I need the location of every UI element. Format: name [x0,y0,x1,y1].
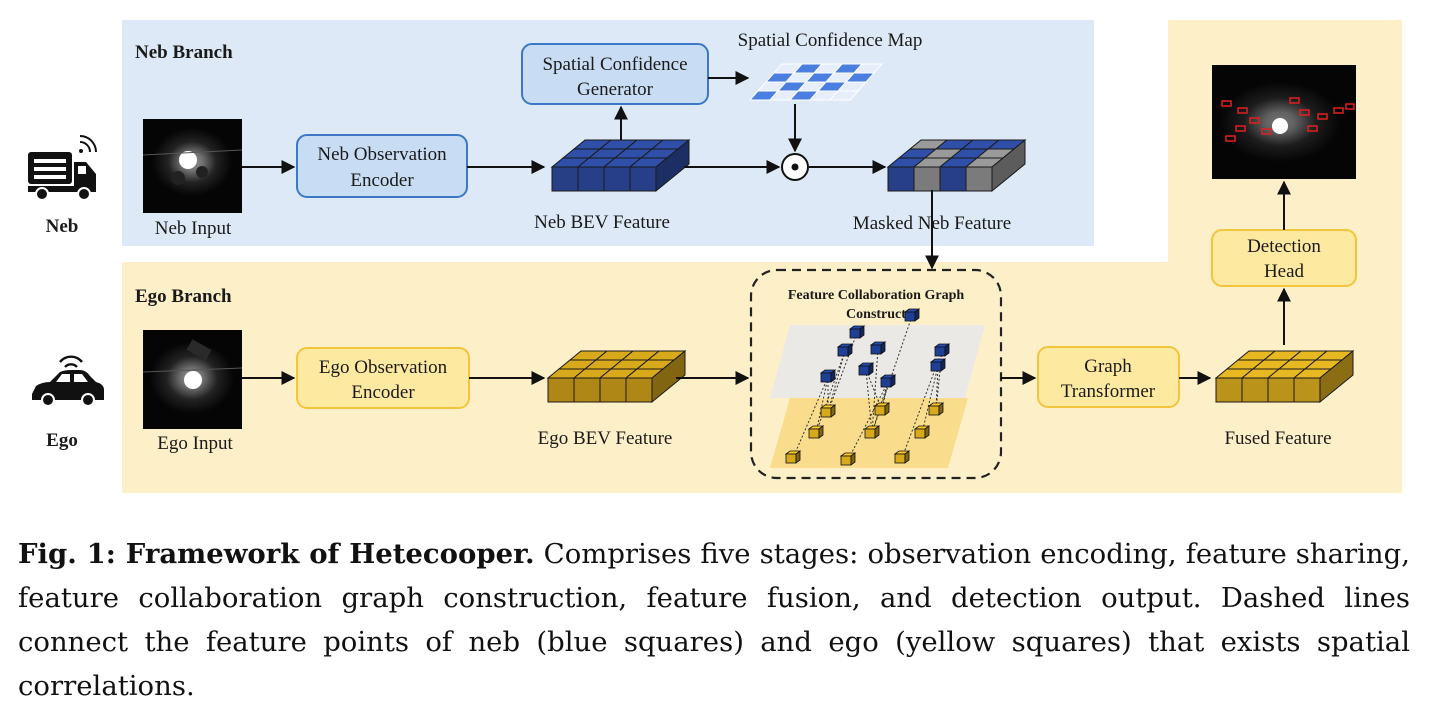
truck-icon [28,135,97,201]
correlation-edge [865,369,873,434]
feature-collaboration-graph [770,308,985,468]
cube-cell-front [573,377,601,403]
cube-cell-front [577,166,605,192]
cube-cell-front [887,166,915,192]
cube-cell-front [547,377,575,403]
neb-input-label: Neb Input [155,218,232,239]
caption-lead: Fig. 1: Framework of Hetecooper. [18,538,535,570]
correlation-edge [901,350,943,459]
graph-construct-line1: Feature Collaboration Graph [788,288,965,303]
neb-bev-label: Neb BEV Feature [534,212,670,233]
neb-encoder-line2: Encoder [350,170,414,191]
neb-bev-feature-cube [550,138,691,193]
ego-encoder-line2: Encoder [351,382,415,403]
caption-body: Comprises five stages: observation encod… [18,538,1410,702]
correlation-edge [871,381,889,434]
confidence-cell [852,63,884,74]
detection-head-line2: Head [1264,261,1305,282]
ego-bev-label: Ego BEV Feature [538,428,673,449]
confidence-generator-line2: Generator [577,79,654,100]
correlation-edge [921,365,939,434]
neb-graph-node [904,311,916,322]
confidence-map-label: Spatial Confidence Map [738,30,923,51]
graph-construct-line2: Construct [846,307,906,322]
correlation-edge [827,350,846,413]
neb-graph-node [880,377,892,388]
cube-cell-front [625,377,653,403]
ego-graph-node [864,428,876,439]
neb-graph-node [858,365,870,376]
confidence-generator-line1: Spatial Confidence [542,54,687,75]
ego-input-image [142,330,243,429]
cube-side [991,138,1026,193]
neb-graph-node [870,344,882,355]
neb-graph-node [820,372,832,383]
cube-cell-front [965,166,993,192]
correlation-edge [871,315,913,434]
fused-feature-label: Fused Feature [1224,428,1331,449]
correlation-edge [792,376,829,459]
detection-head-line1: Detection [1247,236,1321,257]
neb-input-image [142,119,243,213]
cube-side [655,138,690,193]
graph-construct-box [749,268,1003,480]
cube-cell-front [1267,377,1295,403]
masked-neb-feature-cube [886,138,1027,193]
neb-graph-node [849,328,861,339]
ego-input-label: Ego Input [157,433,233,454]
ego-graph-node [785,453,797,464]
ego-graph-node [914,428,926,439]
ego-graph-node [840,455,852,466]
ego-agent-label: Ego [46,430,78,451]
ego-bev-feature-cube [546,349,687,404]
cube-cell-front [1215,377,1243,403]
correlation-edge [847,381,889,461]
neb-agent-label: Neb [46,216,79,237]
ego-encoder-line1: Ego Observation [319,357,448,378]
cube-cell-front [629,166,657,192]
cube-cell-front [599,377,627,403]
figure-caption: Fig. 1: Framework of Hetecooper. Compris… [18,532,1410,708]
ego-graph-node [874,405,886,416]
neb-branch-title: Neb Branch [135,42,233,63]
fused-feature-cube [1214,349,1355,404]
cube-cell-front [913,166,941,192]
framework-diagram: Neb Branch Ego Branch Neb Ego Neb Input [28,20,1402,493]
confidence-generator-box [521,43,709,105]
correlation-edge [815,350,846,434]
neb-graph-node [934,346,946,357]
cube-cell-front [1293,377,1321,403]
cube-cell-front [603,166,631,192]
ego-graph-node [928,405,940,416]
graph-transformer-line2: Transformer [1061,381,1156,402]
elementwise-product-icon [781,153,809,181]
cube-side [651,349,686,404]
ego-graph-node [820,407,832,418]
car-icon [32,355,104,407]
cube-cell-front [1241,377,1269,403]
graph-transformer-line1: Graph [1084,356,1132,377]
ego-graph-node [808,428,820,439]
neb-encoder-line1: Neb Observation [317,144,447,165]
correlation-edge [815,376,829,434]
cube-cell-front [551,166,579,192]
cube-side [1319,349,1354,404]
ego-branch-title: Ego Branch [135,286,232,307]
ego-graph-node [894,453,906,464]
neb-graph-node [930,361,942,372]
cube-cell-front [939,166,967,192]
spatial-confidence-map [748,63,884,101]
correlation-edge [865,369,883,411]
detection-output-image [1212,65,1356,179]
neb-graph-node [837,346,849,357]
flow-arrows [242,71,1291,385]
